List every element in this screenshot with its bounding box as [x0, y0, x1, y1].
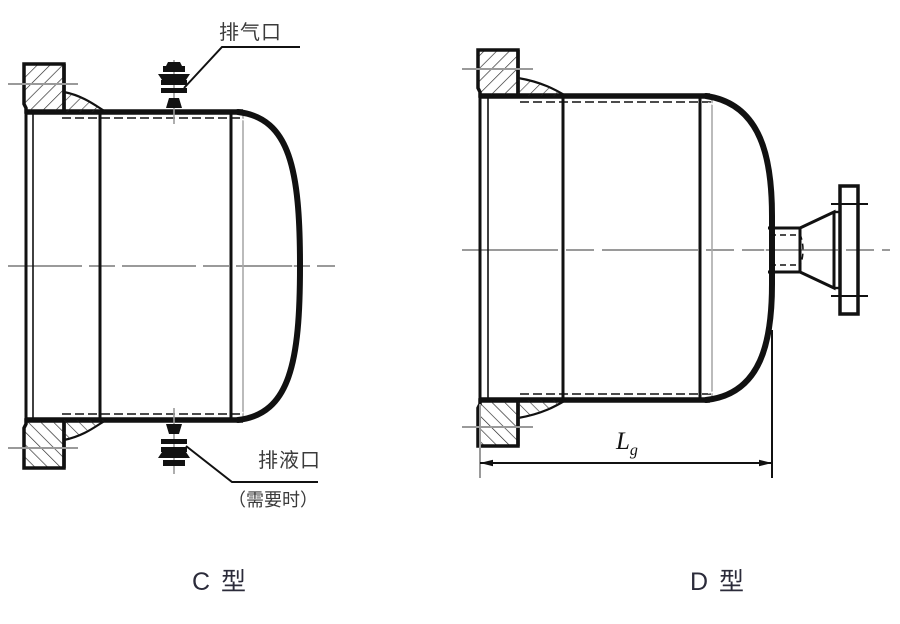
label-vent-port: 排气口: [219, 22, 282, 44]
flange-d-bottom: [462, 398, 567, 448]
caption-type-d: D 型: [690, 568, 747, 596]
dimension-label-lg: Lg: [616, 428, 638, 460]
vent-nozzle-c: [158, 60, 190, 124]
label-drain-port: 排液口: [258, 450, 321, 472]
label-drain-note: （需要时）: [228, 490, 318, 510]
dimension-lg: [479, 330, 773, 478]
dimension-subscript: g: [629, 442, 638, 459]
conical-nozzle-d: [768, 184, 868, 316]
flange-c-bottom: [8, 418, 107, 470]
shell-d: [478, 93, 713, 403]
type-c-assembly: [8, 46, 335, 483]
end-flange-d: [838, 184, 860, 316]
leader-vent-c: [183, 46, 300, 89]
flange-d-top: [462, 48, 567, 98]
type-d-assembly: [462, 48, 890, 478]
caption-type-c: C 型: [192, 568, 249, 596]
leader-drain-c: [185, 445, 318, 483]
flange-c-top: [8, 62, 107, 114]
dimension-symbol: L: [616, 428, 630, 455]
drain-nozzle-c: [158, 408, 190, 474]
dished-head-c: [235, 109, 304, 423]
dished-head-d: [703, 93, 775, 403]
